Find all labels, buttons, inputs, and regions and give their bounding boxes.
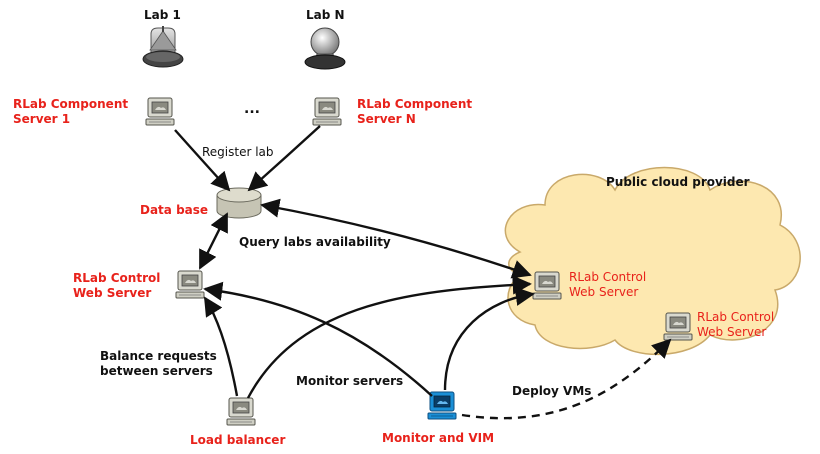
deploy-vms-arrow [461, 338, 672, 420]
lab-n-label: Lab N [306, 8, 345, 22]
computer-icon [663, 312, 693, 341]
computer-icon [145, 97, 175, 126]
computer-icon [532, 271, 562, 300]
balance-arrow [203, 296, 239, 397]
register-lab-arrow-n [247, 125, 321, 192]
query-labs-arrow-cloud [260, 198, 532, 279]
computer-icon [226, 397, 256, 426]
monitor-cloud-arrow [443, 286, 535, 391]
load-balancer-label: Load balancer [190, 433, 286, 447]
balance-to-cloud-arrow [246, 275, 532, 399]
register-lab-label: Register lab [202, 145, 274, 159]
computer-icon [175, 270, 205, 299]
lab-1-label: Lab 1 [144, 8, 181, 22]
control-server-local-label: RLab Control Web Server [73, 271, 161, 300]
cloud-shape [504, 166, 801, 356]
balance-requests-label: Balance requests between servers [100, 349, 217, 378]
control-server-cloud-2-label: RLab Control Web Server [697, 310, 775, 339]
database-label: Data base [140, 203, 209, 217]
monitor-control-arrow [203, 281, 433, 397]
query-labs-label: Query labs availability [239, 235, 391, 249]
lab-device-icon [142, 26, 184, 68]
monitor-computer-icon [427, 391, 457, 420]
register-lab-arrow-1 [174, 129, 231, 192]
query-labs-arrow-control [198, 212, 229, 270]
control-server-cloud-1-label: RLab Control Web Server [569, 270, 647, 299]
component-server-1-label: RLab Component Server 1 [13, 97, 129, 126]
cloud-label: Public cloud provider [606, 175, 750, 189]
deploy-vms-label: Deploy VMs [512, 384, 592, 398]
component-server-n-label: RLab Component Server N [357, 97, 473, 126]
ellipsis: ... [244, 101, 260, 117]
lab-device-icon [304, 27, 346, 70]
monitor-servers-label: Monitor servers [296, 374, 404, 388]
database-icon [216, 187, 262, 219]
computer-icon [312, 97, 342, 126]
monitor-vim-label: Monitor and VIM [382, 431, 495, 445]
